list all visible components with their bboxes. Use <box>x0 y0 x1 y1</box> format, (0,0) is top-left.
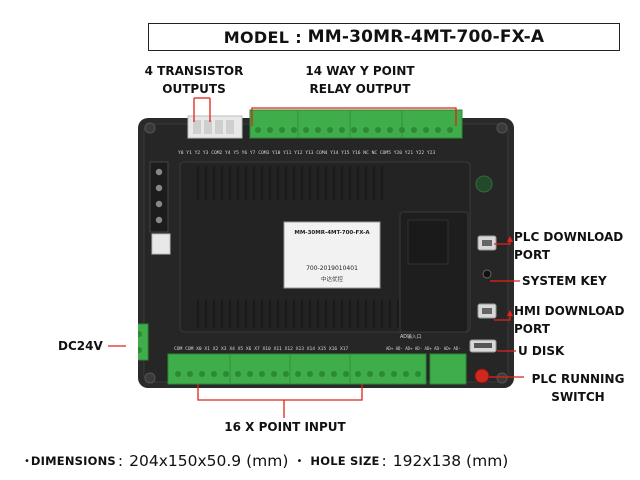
callout-x-input-text: 16 X POINT INPUT <box>224 420 346 434</box>
callout-plc-download: PLC DOWNLOAD PORT <box>514 228 638 264</box>
model-value: MM-30MR-4MT-700-FX-A <box>307 27 545 47</box>
callout-hmi-download-line2: PORT <box>514 322 550 336</box>
callout-dc24v: DC24V <box>58 337 118 355</box>
status-indicator <box>475 175 493 193</box>
device-label-brand: 中达优控 <box>321 275 344 283</box>
model-header: MODEL : MM-30MR-4MT-700-FX-A <box>148 23 620 51</box>
ad-input-label: AD输入口 <box>400 333 422 340</box>
ad-terminal-block <box>429 353 467 385</box>
callout-relay-line1: 14 WAY Y POINT <box>305 64 415 78</box>
callout-hmi-download-line1: HMI DOWNLOAD <box>514 304 625 318</box>
device-label-model: MM-30MR-4MT-700-FX-A <box>294 230 370 236</box>
hole-size-bullet: • <box>296 455 303 467</box>
callout-plc-running: PLC RUNNING SWITCH <box>520 370 636 406</box>
screw-icon <box>496 372 508 384</box>
callout-transistor-line2: OUTPUTS <box>162 82 226 96</box>
relay-terminal-dividers <box>297 110 403 138</box>
dimensions-row: • DIMENSIONS : 204x150x50.9 (mm) • HOLE … <box>24 448 624 474</box>
relay-terminal-screws <box>255 127 453 133</box>
screw-icon <box>144 372 156 384</box>
callout-dc24v-text: DC24V <box>58 339 103 353</box>
hole-size-key: HOLE SIZE <box>310 454 380 468</box>
screw-icon <box>144 122 156 134</box>
device-label <box>283 221 381 289</box>
callout-hmi-download: HMI DOWNLOAD PORT <box>514 302 638 338</box>
port-cover <box>407 219 449 265</box>
dimensions-key: DIMENSIONS <box>30 454 116 468</box>
callout-transistor-outputs: 4 TRANSISTOR OUTPUTS <box>124 62 264 98</box>
callout-system-key-text: SYSTEM KEY <box>522 274 607 288</box>
dimensions-value: 204x150x50.9 (mm) <box>129 452 289 470</box>
plc-device: Y0 Y1 Y2 Y3 COM2 Y4 Y5 Y6 Y7 COM3 Y10 Y1… <box>138 109 514 388</box>
device-label-serial: 700-2019010401 <box>306 265 358 272</box>
callout-system-key: SYSTEM KEY <box>522 272 638 290</box>
input-terminal-block <box>167 353 427 385</box>
dimensions-colon: : <box>117 452 124 470</box>
callout-plc-download-line1: PLC DOWNLOAD <box>514 230 624 244</box>
dc24v-connector <box>138 323 149 361</box>
callout-relay-output: 14 WAY Y POINT RELAY OUTPUT <box>285 62 435 98</box>
relay-terminal-block <box>249 109 463 139</box>
input-terminal-screws <box>175 371 421 377</box>
top-pin-labels: Y0 Y1 Y2 Y3 COM2 Y4 Y5 Y6 Y7 COM3 Y10 Y1… <box>178 150 435 156</box>
model-key: MODEL <box>223 27 290 47</box>
callout-u-disk: U DISK <box>518 342 628 360</box>
hole-size-colon: : <box>381 452 387 470</box>
callout-plc-running-line2: SWITCH <box>551 390 605 404</box>
callout-u-disk-text: U DISK <box>518 344 565 358</box>
bottom-pin-labels: COM COM X0 X1 X2 X3 X4 X5 X6 X7 X10 X11 … <box>174 346 348 352</box>
callout-relay-line2: RELAY OUTPUT <box>309 82 411 96</box>
callout-transistor-line1: 4 TRANSISTOR <box>144 64 244 78</box>
callout-x-input: 16 X POINT INPUT <box>200 418 370 436</box>
callout-plc-running-line1: PLC RUNNING <box>531 372 625 386</box>
callout-plc-download-line2: PORT <box>514 248 550 262</box>
top-vents <box>196 166 384 200</box>
bottom-vents <box>196 300 408 328</box>
key-button-icon <box>482 269 492 279</box>
dim-bullet: • <box>24 455 30 467</box>
ad-pin-labels: AD+ AD- AD+ AD- AD+ AD- AD+ AD- <box>386 346 461 351</box>
left-connector <box>151 233 171 255</box>
screw-icon <box>496 122 508 134</box>
model-colon: : <box>295 27 302 47</box>
hole-size-value: 192x138 (mm) <box>392 452 509 470</box>
power-switch-icon <box>474 368 490 384</box>
left-power-terminals <box>149 161 169 233</box>
